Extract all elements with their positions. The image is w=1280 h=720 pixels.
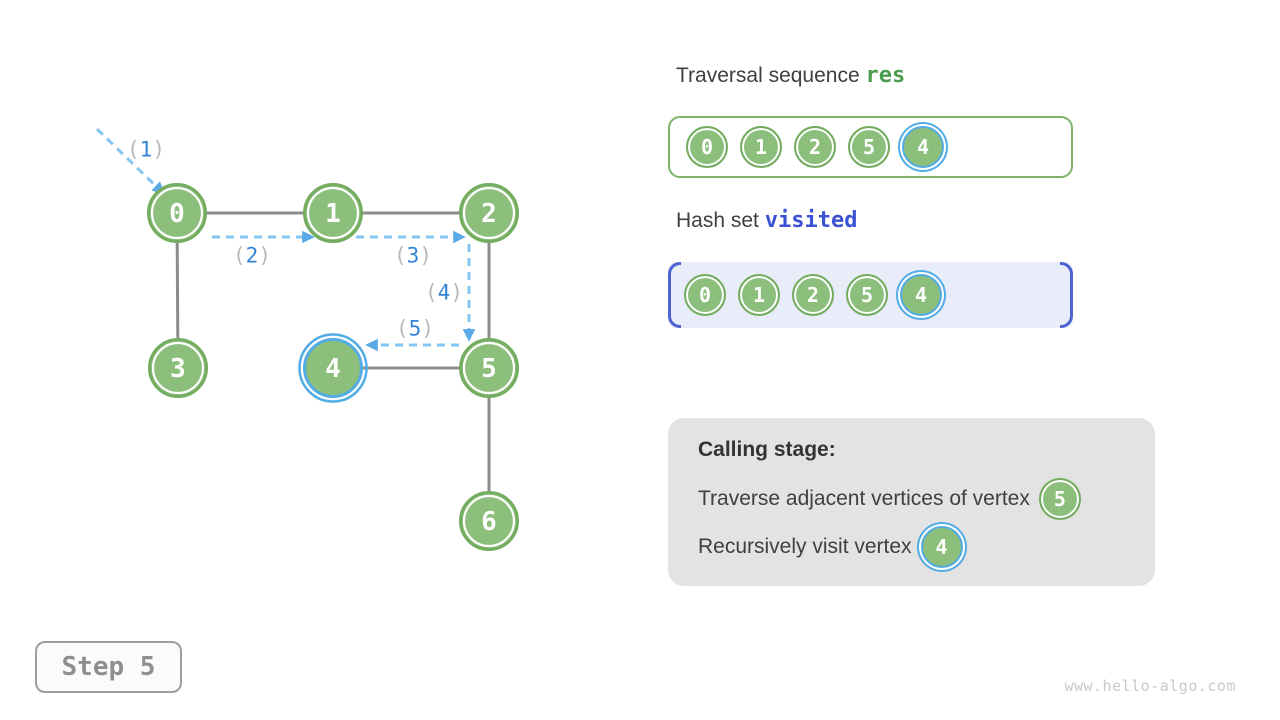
graph-node-6: 6 xyxy=(459,491,519,551)
calling-stage-line-2: Recursively visit vertex 4 xyxy=(698,524,1125,570)
vertex-circle-5: 5 xyxy=(1038,478,1081,520)
vertex-circle-4: 4 xyxy=(902,126,944,168)
graph-node-4: 4 xyxy=(298,333,368,403)
hash-set-title: Hash set visited xyxy=(676,208,857,233)
graph-node-label-3: 3 xyxy=(170,354,186,384)
vertex-circle-2: 2 xyxy=(792,274,834,316)
hash-set-bracket-right xyxy=(1060,262,1073,328)
calling-stage-box: Calling stage: Traverse adjacent vertice… xyxy=(668,418,1155,586)
vertex-circle-1: 1 xyxy=(738,274,780,316)
graph-node-label-6: 6 xyxy=(481,507,497,537)
graph-node-label-5: 5 xyxy=(481,354,497,384)
calling-stage-line-2-vertex: 4 xyxy=(920,526,963,568)
calling-stage-line-1: Traverse adjacent vertices of vertex 5 xyxy=(698,476,1125,522)
hash-set-bracket-left xyxy=(668,262,681,328)
graph-node-1: 1 xyxy=(303,183,363,243)
step-indicator-label: Step 5 xyxy=(61,652,156,682)
traversal-sequence-title-text: Traversal sequence xyxy=(676,64,860,87)
graph-node-label-2: 2 xyxy=(481,199,497,229)
vertex-circle-4: 4 xyxy=(900,274,942,316)
calling-stage-line-1-text: Traverse adjacent vertices of vertex xyxy=(698,487,1030,510)
vertex-circle-1: 1 xyxy=(740,126,782,168)
vertex-circle-5: 5 xyxy=(846,274,888,316)
traversal-step-label-3: (3) xyxy=(394,243,432,267)
graph-node-5: 5 xyxy=(459,338,519,398)
vertex-circle-0: 0 xyxy=(684,274,726,316)
vertex-circle-4: 4 xyxy=(920,526,963,568)
traversal-step-label-4: (4) xyxy=(425,280,463,304)
calling-stage-line-1-vertex: 5 xyxy=(1038,478,1081,520)
traversal-step-label-5: (5) xyxy=(396,316,434,340)
graph-diagram: (1) (2) (3) (4) (5) 0 1 2 3 4 5 6 xyxy=(95,127,519,551)
calling-stage-heading: Calling stage: xyxy=(698,438,836,461)
traversal-step-label-2: (2) xyxy=(233,243,271,267)
traversal-arrow-1 xyxy=(95,127,165,195)
calling-stage-line-2-text: Recursively visit vertex xyxy=(698,535,912,558)
graph-node-label-4: 4 xyxy=(325,354,341,384)
visited-code-label: visited xyxy=(764,208,858,233)
traversal-step-label-1: (1) xyxy=(127,137,165,161)
traversal-sequence-title: Traversal sequence res xyxy=(676,63,905,88)
graph-node-label-0: 0 xyxy=(169,199,185,229)
hash-set-title-text: Hash set xyxy=(676,209,759,232)
vertex-circle-2: 2 xyxy=(794,126,836,168)
graph-node-0: 0 xyxy=(147,183,207,243)
watermark: www.hello-algo.com xyxy=(1064,677,1236,695)
vertex-circle-0: 0 xyxy=(686,126,728,168)
graph-node-3: 3 xyxy=(148,338,208,398)
vertex-circle-5: 5 xyxy=(848,126,890,168)
graph-node-label-1: 1 xyxy=(325,199,341,229)
graph-node-2: 2 xyxy=(459,183,519,243)
res-code-label: res xyxy=(865,63,906,88)
step-indicator: Step 5 xyxy=(35,641,182,693)
